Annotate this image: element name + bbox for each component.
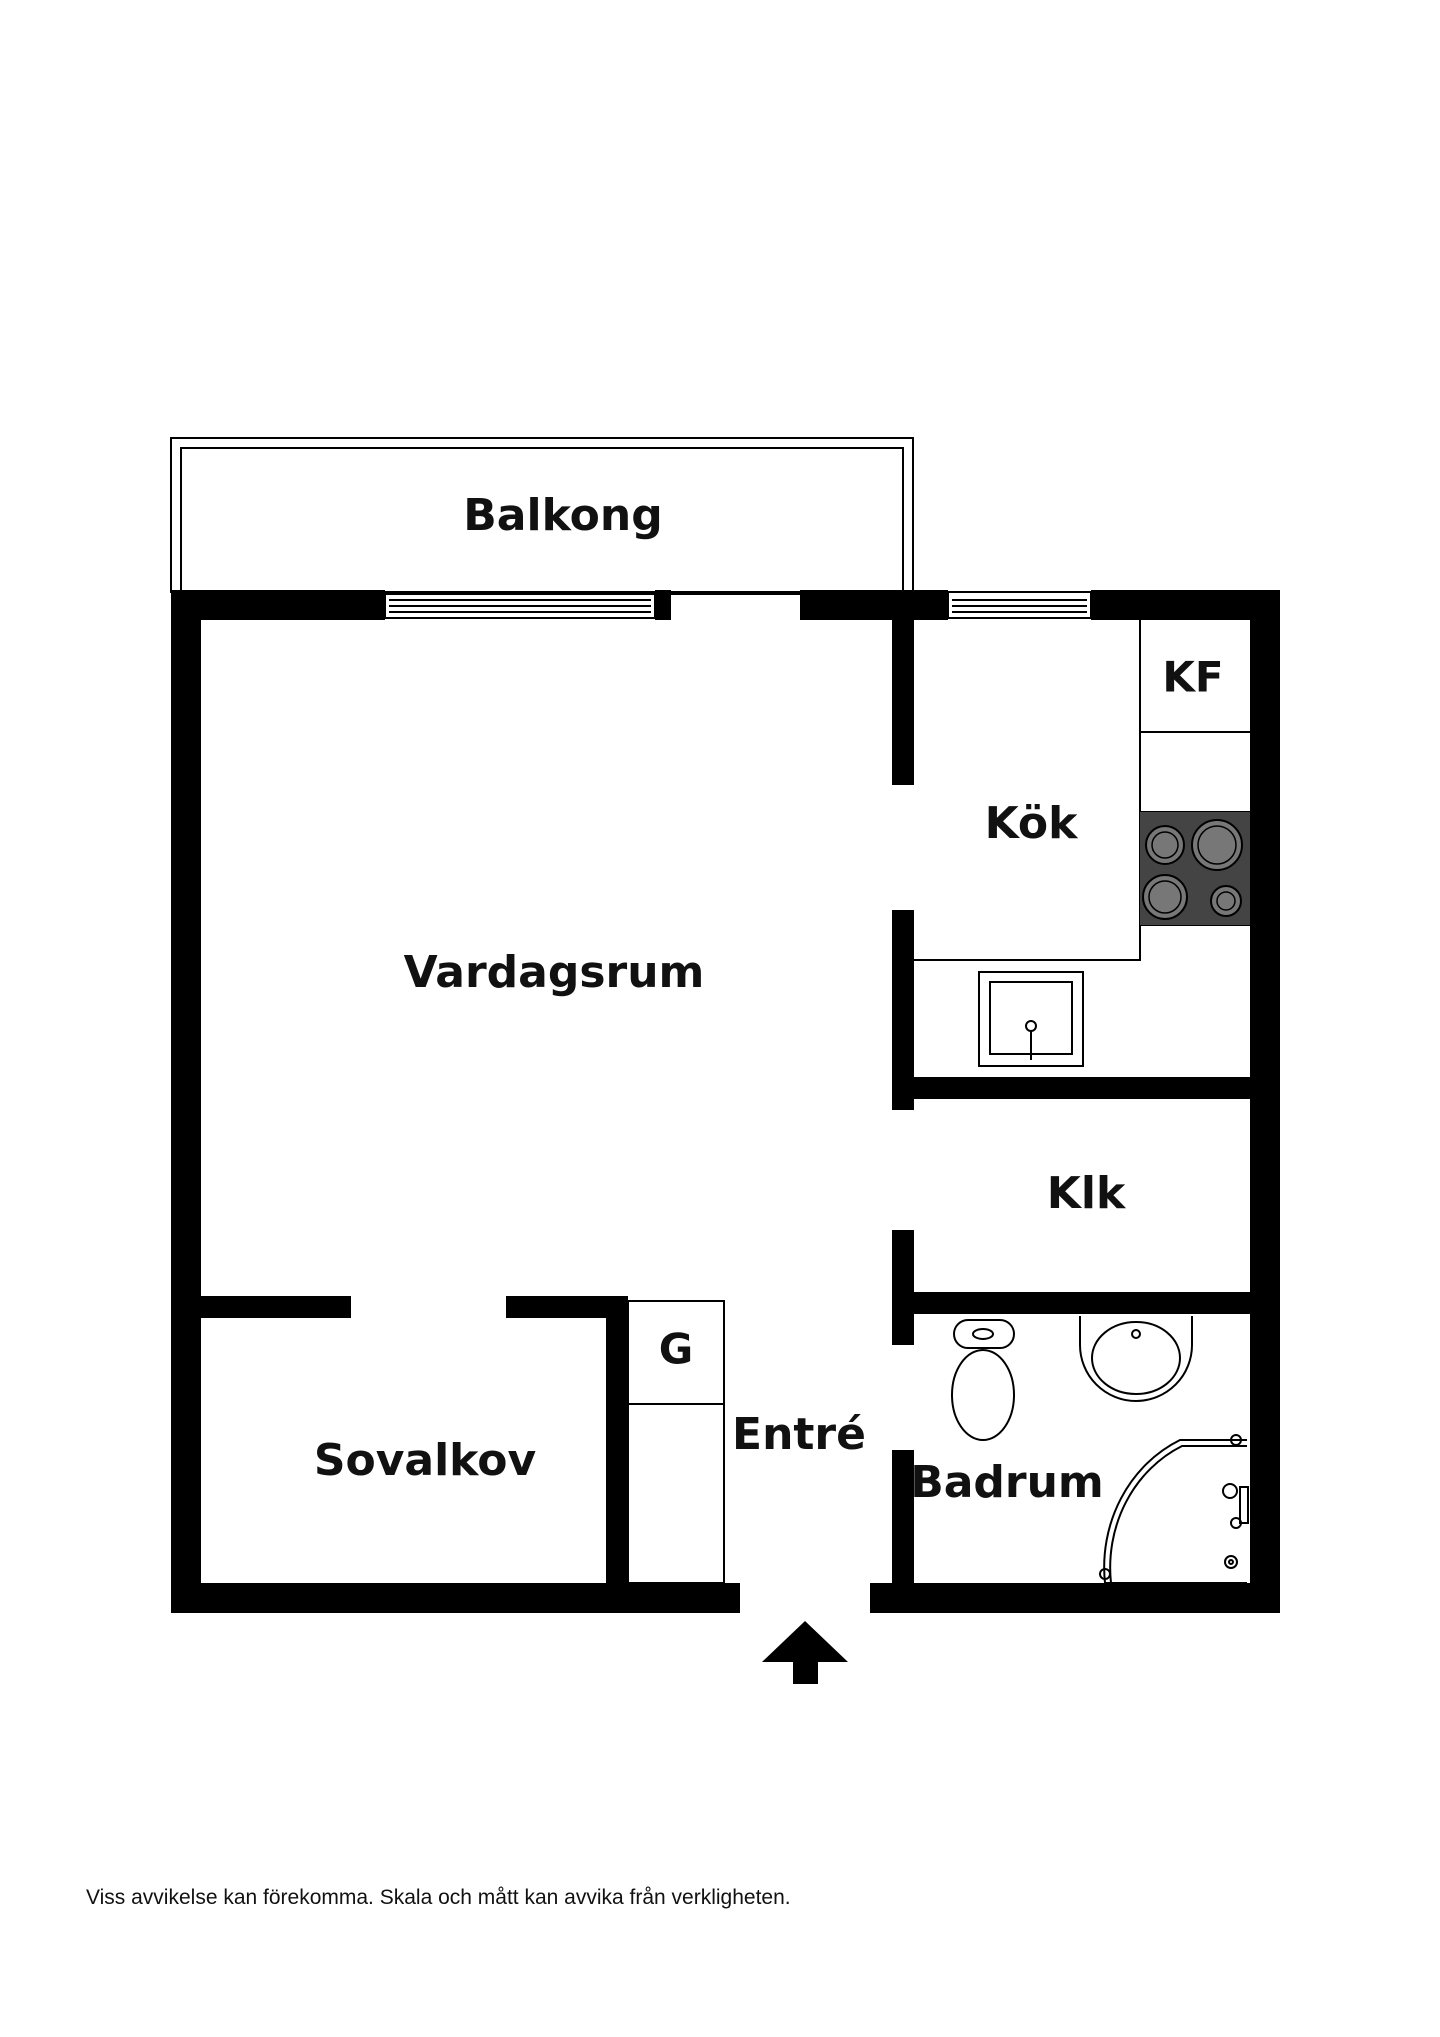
stove-icon (1140, 812, 1250, 925)
interior-walls (201, 620, 1250, 1583)
window-kitchen (947, 591, 1092, 619)
room-label-living-room: Vardagsrum (404, 947, 705, 998)
room-label-wardrobe: G (659, 1325, 693, 1374)
washbasin-icon (1079, 1316, 1193, 1402)
room-label-closet: Klk (1047, 1168, 1127, 1219)
shower-icon (1099, 1434, 1249, 1584)
room-label-entrance: Entré (732, 1409, 866, 1460)
room-label-sleeping-alcove: Sovalkov (314, 1435, 537, 1486)
wardrobe (627, 1300, 725, 1584)
sink-icon (978, 971, 1084, 1067)
window-living-room (384, 591, 656, 619)
toilet-icon (951, 1319, 1015, 1441)
room-label-bathroom: Badrum (910, 1457, 1104, 1508)
exterior-walls (171, 590, 1280, 1613)
room-label-fridge-freezer: KF (1162, 653, 1223, 702)
entrance-arrow-icon (762, 1621, 848, 1684)
room-label-balcony: Balkong (463, 490, 662, 541)
disclaimer-text: Viss avvikelse kan förekomma. Skala och … (86, 1886, 791, 1909)
room-label-kitchen: Kök (985, 798, 1080, 849)
